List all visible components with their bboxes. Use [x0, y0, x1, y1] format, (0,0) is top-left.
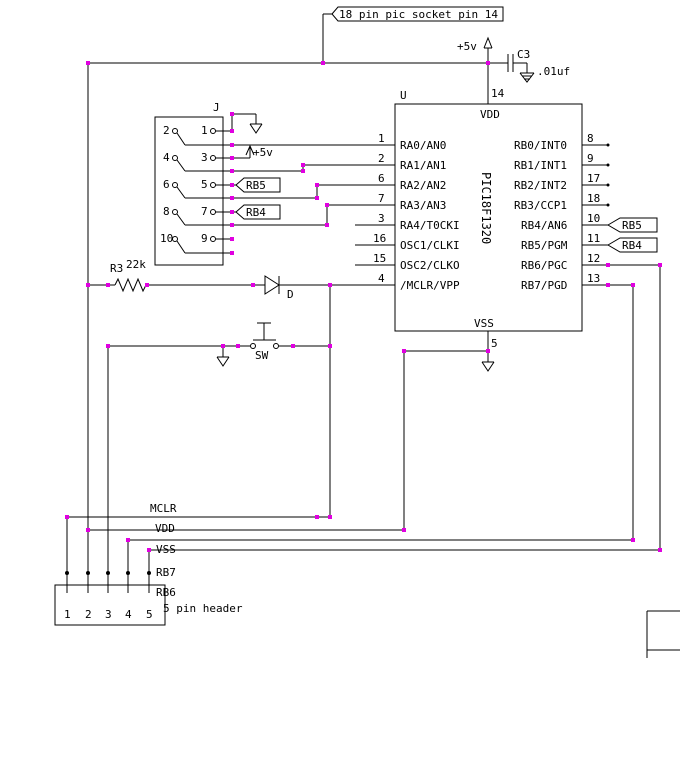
right-net-flags: RB5 RB4: [607, 217, 658, 253]
chip-vdd-label: VDD: [480, 108, 500, 121]
jumper-pin: 6: [163, 178, 170, 191]
reset-switch: SW: [107, 322, 330, 580]
pin-num: 12: [587, 252, 600, 265]
pin-name: OSC1/CLKI: [400, 239, 460, 252]
header-pin: 1: [64, 608, 71, 621]
chip-right-pins: 8 9 17 18 10 11 12 13 RB0/INT0 RB1/INT1 …: [514, 132, 610, 292]
jumper-pin: 4: [163, 151, 170, 164]
cap-name: C3: [517, 48, 530, 61]
jumper-block: J 2 4 6 8 10 1 3 5 7 9: [154, 101, 355, 266]
pin-name: RA4/T0CKI: [400, 219, 460, 232]
pin-num: 7: [378, 192, 385, 205]
net-rb6: RB6: [156, 586, 176, 599]
net-vss: VSS: [156, 543, 176, 556]
pin-name: /MCLR/VPP: [400, 279, 460, 292]
cap-value: .01uf: [537, 65, 570, 78]
pin-num: 2: [378, 152, 385, 165]
chip-left-pins: 1 2 6 7 3 16 15 4 RA0/AN0 RA1/AN1 RA2/AN…: [355, 132, 460, 292]
chip-part-number: PIC18F1320: [479, 172, 493, 244]
header-pin: 3: [105, 608, 112, 621]
offpage-box: [646, 610, 680, 658]
chip-vss-ground: 5: [403, 331, 498, 530]
net-vdd: VDD: [155, 522, 175, 535]
jumper-pin: 1: [201, 124, 208, 137]
junction-markers: [65, 61, 662, 552]
pin-name: RB1/INT1: [514, 159, 567, 172]
pin-num: 3: [378, 212, 385, 225]
header-nets: MCLR VDD VSS RB7 RB6: [66, 264, 661, 599]
jumper-pin: 2: [163, 124, 170, 137]
jumper-vplus: +5v: [253, 146, 273, 159]
pin-num: 13: [587, 272, 600, 285]
pin-num: 11: [587, 232, 600, 245]
pin-num: 17: [587, 172, 600, 185]
flag-rb4-right: RB4: [622, 239, 642, 252]
resistor-value: 22k: [126, 258, 146, 271]
jumper-pin: 9: [201, 232, 208, 245]
net-rb7: RB7: [156, 566, 176, 579]
pin-name: RA1/AN1: [400, 159, 446, 172]
pic-chip: U VDD VSS PIC18F1320 1 2 6 7 3 16 15 4 R…: [355, 89, 610, 332]
chip-ref: U: [400, 89, 407, 102]
pin-name: OSC2/CLKO: [400, 259, 460, 272]
vss-pin-number: 5: [491, 337, 498, 350]
pin-num: 1: [378, 132, 385, 145]
pin-name: RB6/PGC: [521, 259, 567, 272]
pin-num: 4: [378, 272, 385, 285]
pin-num: 9: [587, 152, 594, 165]
pin-name: RB7/PGD: [521, 279, 567, 292]
chip-vss-label: VSS: [474, 317, 494, 330]
jumper-pin: 3: [201, 151, 208, 164]
diode-ref: D: [287, 288, 294, 301]
jumper-pin: 8: [163, 205, 170, 218]
pin-num: 18: [587, 192, 600, 205]
vdd-rail-top: +5v 14: [87, 36, 508, 580]
header-pin: 2: [85, 608, 92, 621]
pin-name: RB4/AN6: [521, 219, 567, 232]
pin-name: RA2/AN2: [400, 179, 446, 192]
flag-rb5-jumper: RB5: [246, 179, 266, 192]
jumper-ref: J: [213, 101, 220, 114]
net-mclr: MCLR: [150, 502, 177, 515]
header-title: 5 pin header: [163, 602, 243, 615]
five-pin-header: 1 2 3 4 5 5 pin header: [54, 571, 243, 626]
pin-num: 10: [587, 212, 600, 225]
flag-rb5-right: RB5: [622, 219, 642, 232]
pin-num: 6: [378, 172, 385, 185]
pin-num: 8: [587, 132, 594, 145]
flag-rb4-jumper: RB4: [246, 206, 266, 219]
header-pin: 4: [125, 608, 132, 621]
header-pin: 5: [146, 608, 153, 621]
jumper-pin: 10: [160, 232, 173, 245]
jumper-pin: 5: [201, 178, 208, 191]
switch-ref: SW: [255, 349, 269, 362]
resistor-ref: R3: [110, 262, 123, 275]
jumper-pin: 7: [201, 205, 208, 218]
pin-name: RB2/INT2: [514, 179, 567, 192]
socket-pin14-flag: 18 pin pic socket pin 14: [322, 6, 504, 63]
capacitor-c3: C3 .01uf: [507, 48, 570, 83]
pin-name: RB3/CCP1: [514, 199, 567, 212]
pin-num: 15: [373, 252, 386, 265]
vplus-label: +5v: [457, 40, 477, 53]
mclr-circuit: R3 22k D: [88, 258, 355, 517]
pin-num: 16: [373, 232, 386, 245]
socket-label: 18 pin pic socket pin 14: [339, 8, 498, 21]
pin-name: RB5/PGM: [521, 239, 568, 252]
pin-name: RA3/AN3: [400, 199, 446, 212]
vdd-pin-number: 14: [491, 87, 505, 100]
pin-name: RB0/INT0: [514, 139, 567, 152]
pin-name: RA0/AN0: [400, 139, 446, 152]
